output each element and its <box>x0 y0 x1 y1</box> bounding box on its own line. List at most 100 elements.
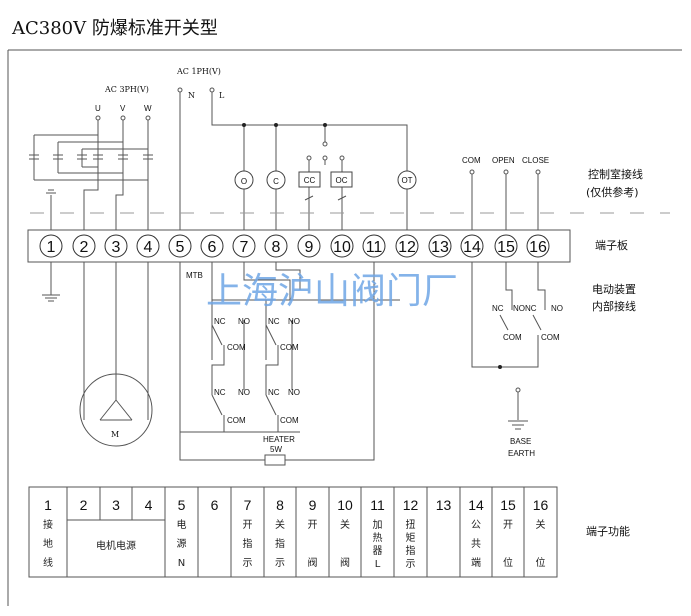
table-cell-c7: 示 <box>243 558 253 569</box>
no-label: NO <box>288 317 300 326</box>
table-number: 16 <box>533 497 549 513</box>
table-cell-c12: 扭 <box>406 518 416 531</box>
table-number: 3 <box>112 497 120 513</box>
com-internal-label: COM <box>541 333 560 342</box>
control-room-label: 控制室接线 <box>588 167 643 181</box>
base-label: BASE <box>510 437 531 446</box>
table-cell-c1: 接 <box>43 518 53 531</box>
terminal-number: 6 <box>208 239 217 256</box>
nc-label: NC <box>268 317 280 326</box>
internal-wiring-label-1: 电动装置 <box>592 283 636 296</box>
nc-label: NC <box>492 304 504 313</box>
table-cell-c9: 阀 <box>308 556 318 569</box>
cc-relay: CC <box>304 176 316 185</box>
frame <box>7 49 682 606</box>
table-number: 12 <box>403 497 419 513</box>
l-label: L <box>219 91 225 100</box>
terminal-number: 1 <box>47 239 56 256</box>
com-internal-label: COM <box>227 416 246 425</box>
table-cell-c8: 示 <box>275 558 285 569</box>
terminal-13 <box>428 234 452 258</box>
table-number: 4 <box>145 497 153 513</box>
com-label: COM <box>462 156 481 165</box>
terminal-number: 8 <box>272 239 281 256</box>
terminal-number: 5 <box>176 239 185 256</box>
earth-label: EARTH <box>508 449 535 458</box>
table-cell-c11: 热 <box>373 531 383 544</box>
no-label: NO <box>288 388 300 397</box>
diagram-title: AC380V 防爆标准开关型 <box>11 18 218 39</box>
terminal-number: 7 <box>240 239 249 256</box>
table-number: 2 <box>80 497 88 513</box>
table-cell-c15: 开 <box>503 520 513 531</box>
close-lamp: C <box>273 177 279 186</box>
table-number: 9 <box>309 497 317 513</box>
oc-relay: OC <box>336 176 348 185</box>
table-cell-c12: 指 <box>406 544 416 557</box>
motor-label: M <box>111 430 119 439</box>
table-number: 15 <box>500 497 516 513</box>
table-cell-c11: 器 <box>373 545 383 557</box>
nc-label: NC <box>214 388 226 397</box>
table-motor-power: 电机电源 <box>96 539 136 552</box>
v-label: V <box>120 104 126 113</box>
terminal-9 <box>297 234 321 258</box>
table-cell-c8: 关 <box>275 518 285 531</box>
table-cell-c16: 关 <box>536 518 546 531</box>
internal-wiring-label-2: 内部接线 <box>592 299 636 313</box>
terminal-number: 4 <box>144 239 153 256</box>
table-cell-c5: 源 <box>177 537 187 550</box>
table-cell-c15: 位 <box>503 556 513 569</box>
watermark: 上海沪山阀门厂 <box>206 271 458 312</box>
table-number: 7 <box>244 497 252 513</box>
open-lamp: O <box>241 177 247 186</box>
heater-label: HEATER <box>263 435 295 444</box>
terminal-12 <box>395 234 419 258</box>
com-internal-label: COM <box>227 343 246 352</box>
terminal-number: 11 <box>366 239 383 256</box>
n-label: N <box>188 91 195 100</box>
terminal-16 <box>526 234 550 258</box>
table-cell-c14: 端 <box>471 556 481 569</box>
terminal-14 <box>460 234 484 258</box>
com-internal-label: COM <box>280 343 299 352</box>
table-cell-c10: 关 <box>340 518 350 531</box>
table-cell-c11: 加 <box>373 519 383 531</box>
table-number: 10 <box>337 497 353 513</box>
ot-lamp: OT <box>401 176 412 185</box>
ac3ph-label: AC 3PH(V) <box>104 85 149 94</box>
open-label: OPEN <box>492 156 515 165</box>
terminal-11 <box>362 234 386 258</box>
ac1ph-label: AC 1PH(V) <box>176 67 221 76</box>
reference-label: (仅供参考) <box>586 185 639 199</box>
no-label: NO <box>551 304 563 313</box>
terminal-8 <box>264 234 288 258</box>
terminal-number: 16 <box>529 239 547 256</box>
table-cell-c16: 位 <box>536 556 546 569</box>
table-cell-c11: L <box>375 559 381 570</box>
table-cell-c12: 矩 <box>406 531 416 544</box>
heater-wattage: 5W <box>270 445 282 454</box>
u-label: U <box>95 104 101 113</box>
table-number: 11 <box>370 497 385 513</box>
terminal-number: 2 <box>80 239 89 256</box>
table-cell-c7: 指 <box>243 537 253 550</box>
table-cell-c14: 公 <box>471 520 481 531</box>
terminal-4 <box>136 234 160 258</box>
terminal-number: 3 <box>112 239 121 256</box>
terminal-number: 12 <box>398 239 416 256</box>
nc-label: NC <box>214 317 226 326</box>
terminal-function-label: 端子功能 <box>586 524 630 538</box>
table-number: 5 <box>178 497 186 513</box>
table-number: 8 <box>276 497 284 513</box>
mtb-label: MTB <box>186 271 203 280</box>
com-internal-label: COM <box>503 333 522 342</box>
table-cell-c5: N <box>178 558 185 569</box>
no-label: NO <box>513 304 525 313</box>
terminal-1 <box>39 234 63 258</box>
terminal-5 <box>168 234 192 258</box>
no-label: NO <box>238 317 250 326</box>
